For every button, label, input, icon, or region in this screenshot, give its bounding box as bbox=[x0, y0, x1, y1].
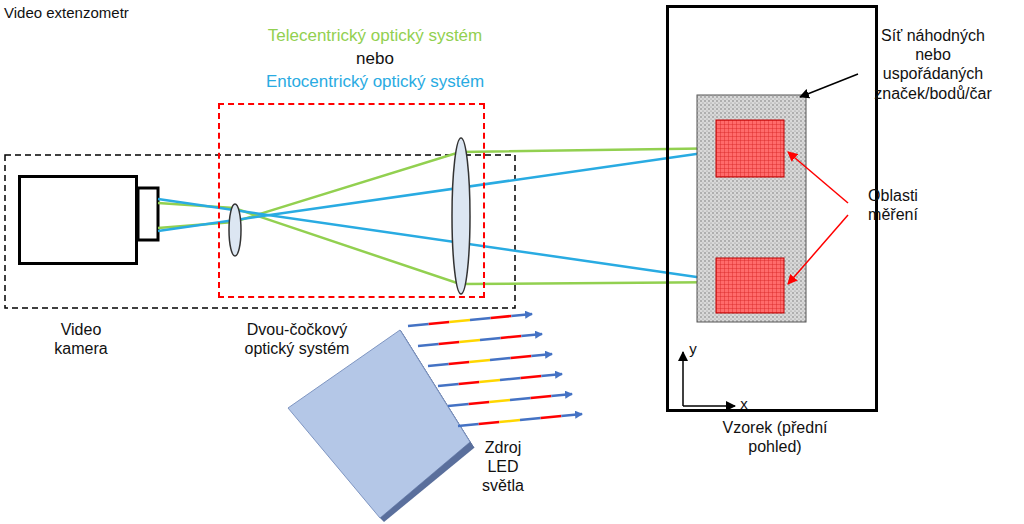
light-ray bbox=[489, 400, 510, 402]
axis-y bbox=[682, 352, 684, 406]
callout-text: Síť náhodných nebo uspořádaných značek/b… bbox=[863, 26, 1003, 103]
axis-x bbox=[683, 405, 735, 407]
light-ray bbox=[449, 362, 470, 364]
video-camera: Video kamera bbox=[18, 175, 138, 265]
axis-label: y bbox=[686, 340, 700, 358]
light-ray bbox=[479, 422, 500, 424]
light-ray bbox=[459, 340, 480, 342]
node-label: Zdroj LED světla bbox=[475, 438, 531, 496]
leader-arrow bbox=[788, 152, 848, 203]
telecentric-label: Telecentrický optický systém bbox=[175, 26, 575, 46]
light-ray bbox=[521, 376, 542, 378]
light-ray bbox=[458, 424, 479, 426]
light-ray bbox=[469, 360, 490, 362]
entocentric-label: Entocentrický optický systém bbox=[175, 72, 575, 92]
light-ray bbox=[531, 396, 552, 398]
light-ray bbox=[470, 318, 491, 320]
light-ray bbox=[428, 364, 449, 366]
measuring-area bbox=[716, 258, 784, 313]
axis-label: x bbox=[737, 395, 751, 413]
light-ray bbox=[501, 336, 522, 338]
light-ray bbox=[511, 314, 532, 316]
leader-arrow bbox=[788, 215, 848, 284]
light-ray bbox=[408, 324, 429, 326]
light-ray bbox=[510, 398, 531, 400]
light-ray bbox=[490, 358, 511, 360]
leader-arrow bbox=[800, 74, 858, 97]
light-ray bbox=[491, 316, 512, 318]
light-ray bbox=[520, 418, 541, 420]
led-source: Zdroj LED světla bbox=[285, 326, 530, 522]
light-ray bbox=[561, 414, 582, 416]
light-ray bbox=[531, 354, 552, 356]
light-ray bbox=[500, 378, 521, 380]
light-ray bbox=[511, 356, 532, 358]
light-ray bbox=[480, 338, 501, 340]
diagram-title: Video extenzometr bbox=[4, 4, 129, 22]
light-ray bbox=[479, 380, 500, 382]
light-ray bbox=[429, 322, 450, 324]
light-ray bbox=[541, 374, 562, 376]
light-ray bbox=[521, 334, 542, 336]
marker-grid bbox=[697, 95, 806, 322]
light-ray bbox=[438, 384, 459, 386]
optical-system: Dvou-čočkový optický systém bbox=[218, 103, 485, 298]
node-label: Video kamera bbox=[11, 320, 151, 358]
light-ray bbox=[469, 402, 490, 404]
led-face bbox=[288, 330, 470, 518]
light-ray bbox=[448, 404, 469, 406]
node-label: Vzorek (přední pohled) bbox=[705, 418, 845, 456]
light-ray bbox=[439, 342, 460, 344]
light-ray bbox=[459, 382, 480, 384]
specimen: Vzorek (přední pohled) bbox=[666, 5, 878, 412]
light-ray bbox=[499, 420, 520, 422]
light-ray bbox=[418, 344, 439, 346]
or-label: nebo bbox=[175, 49, 575, 69]
camera-lens bbox=[138, 188, 158, 240]
node-label: Dvou-čočkový optický systém bbox=[222, 320, 372, 358]
measuring-area bbox=[716, 120, 784, 177]
callout-text: Oblasti měření bbox=[853, 186, 933, 224]
light-ray bbox=[449, 320, 470, 322]
light-ray bbox=[551, 394, 572, 396]
light-rays bbox=[158, 148, 738, 284]
light-ray bbox=[541, 416, 562, 418]
extensometer-enclosure bbox=[5, 155, 515, 308]
led-edge bbox=[380, 442, 474, 522]
small-lens bbox=[229, 204, 241, 256]
large-lens bbox=[452, 138, 470, 294]
